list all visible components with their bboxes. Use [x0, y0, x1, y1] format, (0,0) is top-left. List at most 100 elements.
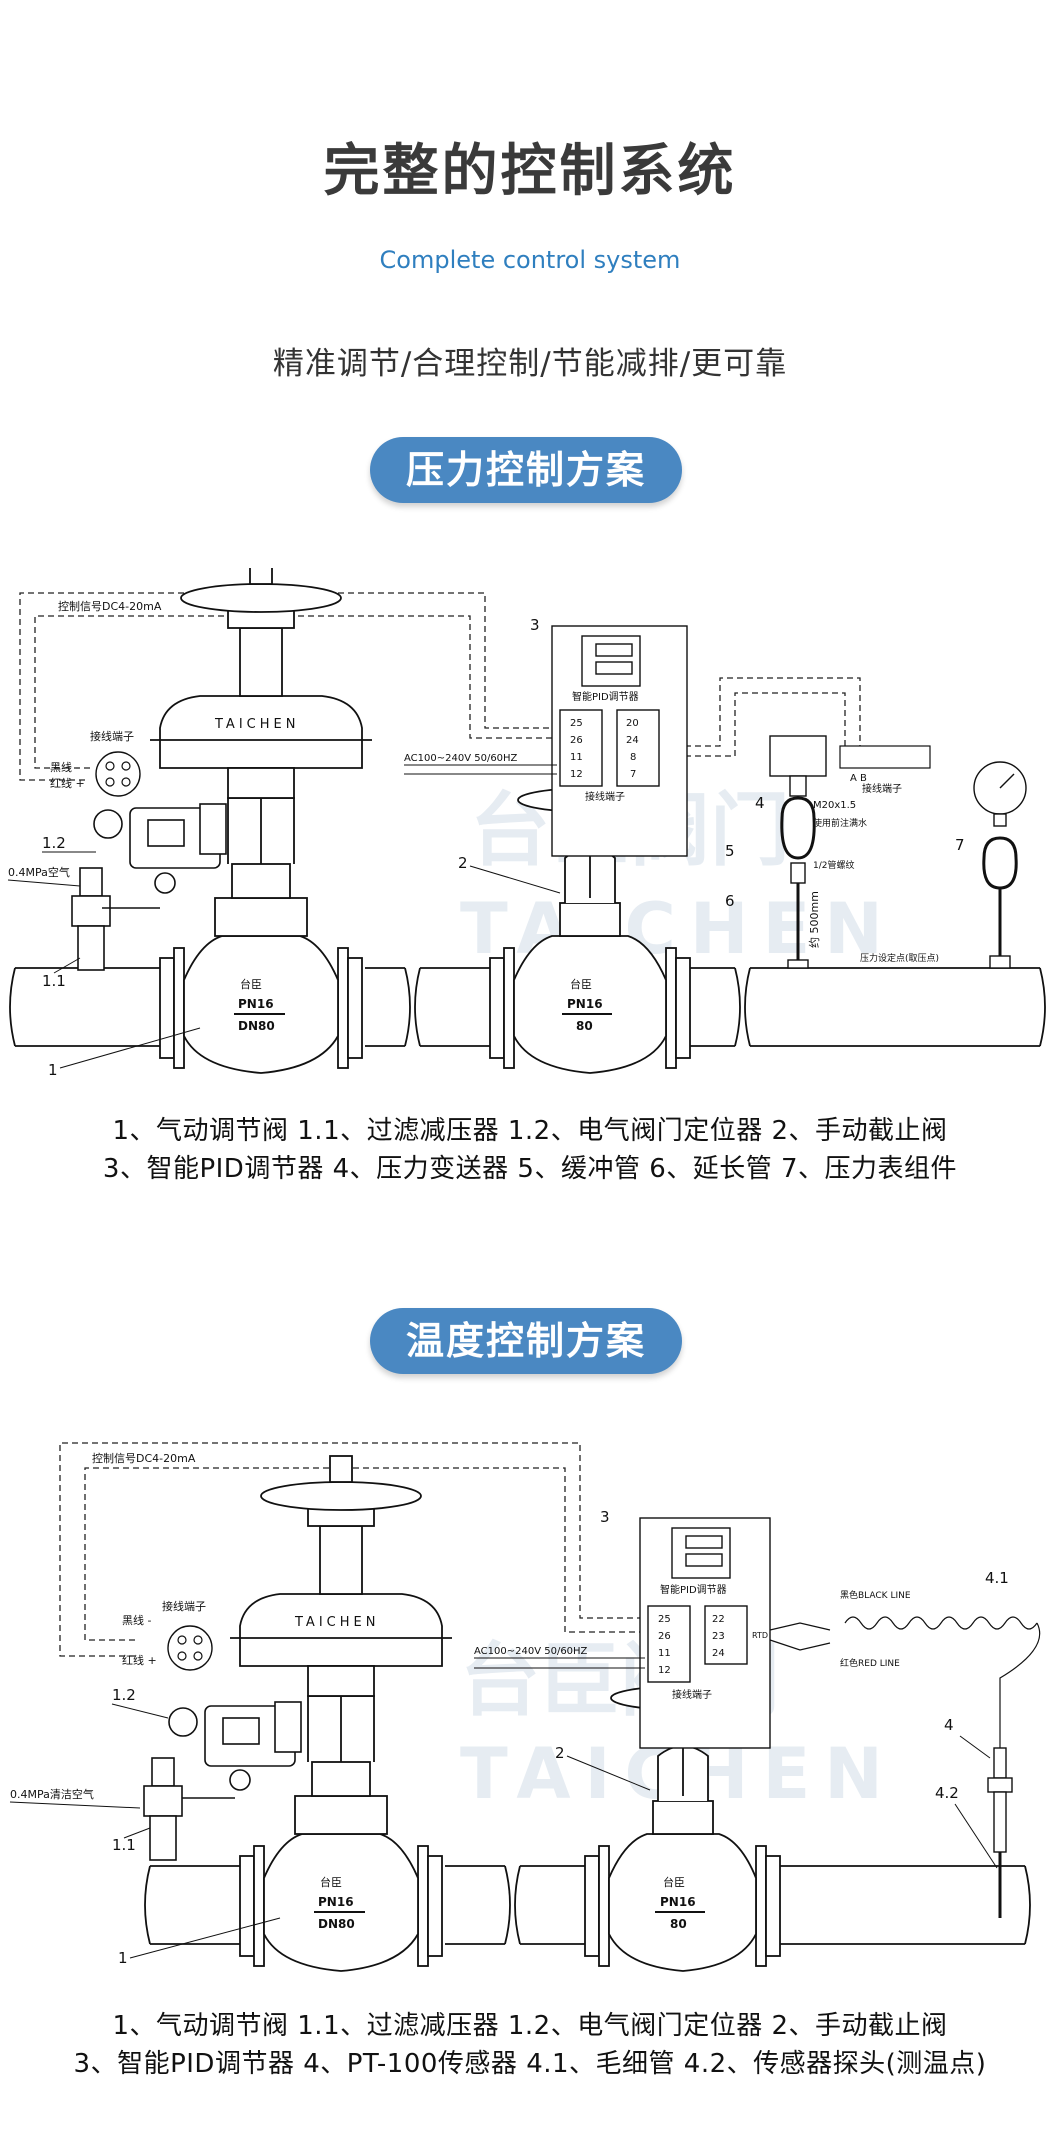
red-line-label: 红色RED LINE	[840, 1657, 900, 1669]
pid-terminal-11: 11	[658, 1648, 671, 1659]
valve1-pn: PN16	[318, 1895, 354, 1909]
transmitter-terminal-label: 接线端子	[862, 782, 902, 795]
valve1-mark: 台臣	[240, 977, 262, 991]
control-valve-1	[230, 1455, 452, 1972]
temperature-legend-line-1: 1、气动调节阀 1.1、过滤减压器 1.2、电气阀门定位器 2、手动截止阀	[112, 2011, 948, 2041]
callout-6: 6	[725, 892, 735, 910]
control-valve-1	[150, 568, 372, 1074]
callout-4: 4	[944, 1716, 954, 1734]
thread-label: 1/2管螺纹	[813, 859, 855, 871]
black-line-label: 黑色BLACK LINE	[840, 1589, 911, 1601]
temperature-control-diagram: 台臣阀门 TAICHEN 控制信号DC4-20mA TAICHEN 台臣 PN1…	[9, 1442, 1041, 1972]
callout-5: 5	[725, 842, 735, 860]
pid-terminal-22: 22	[712, 1614, 725, 1625]
capillary-coil	[844, 1616, 1038, 1630]
valve2-pn: PN16	[660, 1895, 696, 1909]
length-label: 约 500mm	[808, 891, 821, 948]
callout-7: 7	[955, 836, 965, 854]
ac-power-label: AC100~240V 50/60HZ	[474, 1646, 588, 1657]
pid-label: 智能PID调节器	[660, 1583, 727, 1596]
manual-globe-valve	[489, 772, 691, 1074]
water-label: 使用前注满水	[813, 817, 867, 829]
pid-terminal-11: 11	[570, 752, 583, 763]
red-wire-label: 红线 +	[50, 776, 85, 790]
temperature-legend-line-2: 3、智能PID调节器 4、PT-100传感器 4.1、毛细管 4.2、传感器探头…	[73, 2049, 987, 2079]
signal-wiring	[19, 592, 861, 781]
pressure-transmitter	[769, 735, 827, 969]
callout-2: 2	[458, 854, 468, 872]
callout-1: 1	[118, 1949, 128, 1967]
pid-terminal-20: 20	[626, 718, 639, 729]
m20-label: M20x1.5	[813, 800, 856, 811]
pid-terminal-8: 8	[630, 752, 636, 763]
callout-1-2: 1.2	[112, 1686, 136, 1704]
pid-terminal-23: 23	[712, 1631, 725, 1642]
positioner	[93, 803, 227, 894]
pid-terminal-12: 12	[570, 769, 583, 780]
valve-terminal-label: 接线端子	[90, 729, 134, 743]
rtd-label: RTD	[752, 1631, 768, 1640]
setpoint-label: 压力设定点(取压点)	[860, 952, 939, 964]
pressure-legend-line-1: 1、气动调节阀 1.1、过滤减压器 1.2、电气阀门定位器 2、手动截止阀	[112, 1116, 948, 1146]
pid-label: 智能PID调节器	[572, 690, 639, 703]
filter-regulator	[143, 1757, 235, 1861]
black-wire-label: 黑线 -	[50, 760, 79, 774]
valve1-mark: 台臣	[320, 1875, 342, 1889]
page-title: 完整的控制系统	[323, 139, 737, 204]
air-label: 0.4MPa空气	[8, 865, 70, 879]
valve-terminal-block	[167, 1625, 213, 1671]
page-subtitle: Complete control system	[379, 246, 681, 274]
control-signal-label: 控制信号DC4-20mA	[58, 599, 162, 613]
pid-controller	[551, 625, 688, 857]
callout-4-1: 4.1	[985, 1569, 1009, 1587]
valve2-dn: 80	[670, 1917, 687, 1931]
pid-terminal-7: 7	[630, 769, 636, 780]
temperature-section-heading: 温度控制方案	[370, 1308, 682, 1374]
pressure-section-heading: 压力控制方案	[370, 437, 682, 503]
pid-controller	[639, 1517, 771, 1749]
valve1-pn: PN16	[238, 997, 274, 1011]
valve2-mark: 台臣	[570, 977, 592, 991]
tagline: 精准调节/合理控制/节能减排/更可靠	[272, 346, 788, 382]
valve-terminal-label: 接线端子	[162, 1599, 206, 1613]
pressure-gauge	[973, 761, 1027, 969]
actuator-brand: TAICHEN	[294, 1615, 379, 1630]
pid-terminal-12: 12	[658, 1665, 671, 1676]
callout-3: 3	[600, 1508, 610, 1526]
pipes	[9, 967, 1046, 1047]
callout-1-1: 1.1	[42, 972, 66, 990]
pid-terminal-25: 25	[570, 718, 583, 729]
valve2-pn: PN16	[567, 997, 603, 1011]
callout-1-2: 1.2	[42, 834, 66, 852]
pid-terminal-24: 24	[712, 1648, 725, 1659]
callout-4: 4	[755, 794, 765, 812]
callout-3: 3	[530, 616, 540, 634]
filter-regulator	[71, 867, 160, 971]
pid-terminal-25: 25	[658, 1614, 671, 1625]
transmitter-terminal	[839, 745, 931, 769]
ac-power-label: AC100~240V 50/60HZ	[404, 753, 518, 764]
callout-2: 2	[555, 1744, 565, 1762]
valve-terminal-block	[95, 751, 141, 797]
pid-terminal-label: 接线端子	[585, 790, 625, 803]
valve2-mark: 台臣	[663, 1875, 685, 1889]
pipes	[144, 1865, 1031, 1945]
valve2-dn: 80	[576, 1019, 593, 1033]
red-wire-label: 红线 +	[122, 1653, 157, 1667]
positioner	[168, 1701, 302, 1791]
valve1-dn: DN80	[318, 1917, 355, 1931]
control-signal-label: 控制信号DC4-20mA	[92, 1451, 196, 1465]
pressure-legend-line-2: 3、智能PID调节器 4、压力变送器 5、缓冲管 6、延长管 7、压力表组件	[102, 1154, 958, 1184]
pid-terminal-26: 26	[570, 735, 583, 746]
pt100-sensor	[987, 1747, 1013, 1918]
signal-wiring	[59, 1442, 645, 1657]
pid-terminal-26: 26	[658, 1631, 671, 1642]
callout-1: 1	[48, 1061, 58, 1079]
transmitter-ab: A B	[850, 773, 867, 784]
air-label: 0.4MPa清洁空气	[10, 1787, 94, 1801]
black-wire-label: 黑线 -	[122, 1613, 151, 1627]
callout-4-2: 4.2	[935, 1784, 959, 1802]
pid-terminal-24: 24	[626, 735, 639, 746]
valve1-dn: DN80	[238, 1019, 275, 1033]
pid-terminal-label: 接线端子	[672, 1688, 712, 1701]
